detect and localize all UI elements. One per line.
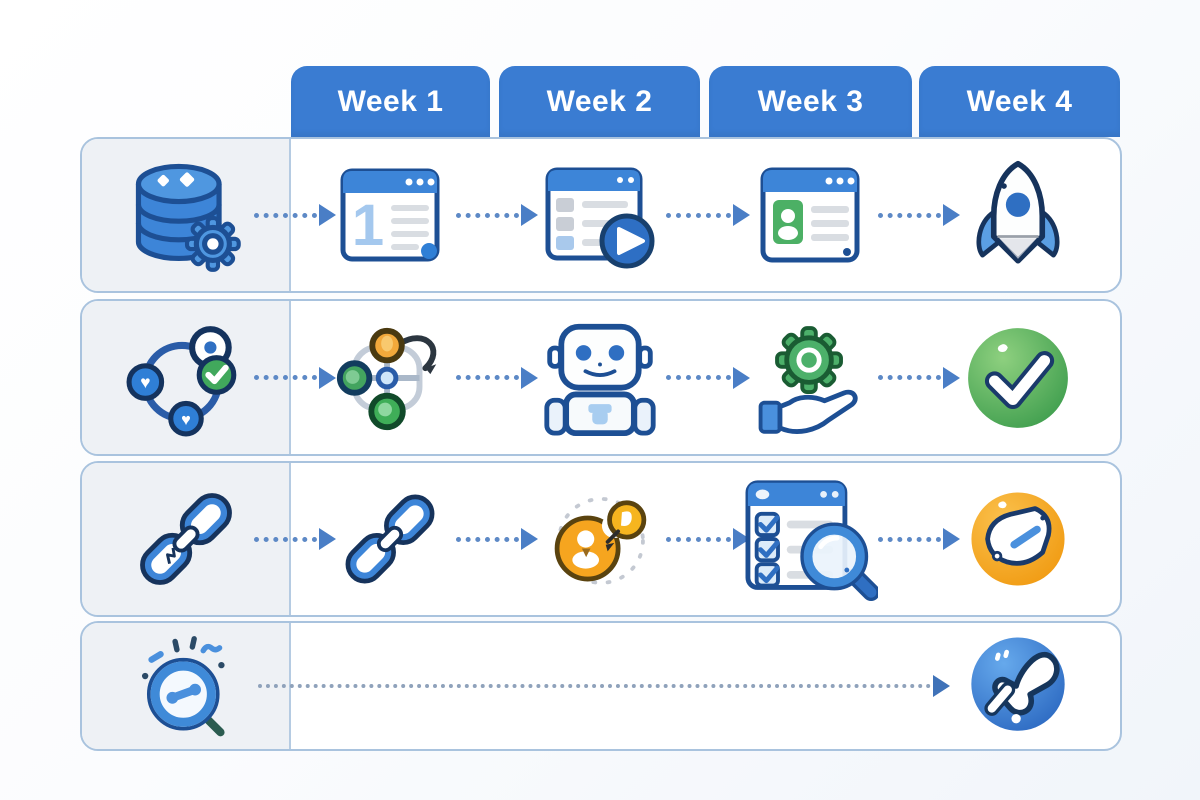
tab-week-3-label: Week 3 — [757, 84, 864, 118]
dotted-arrow — [878, 366, 960, 389]
row-1-week-1-cell: 1 — [310, 139, 470, 291]
row-2-week-2-cell — [520, 301, 680, 454]
arrowhead-icon — [521, 366, 538, 389]
tab-week-4-label: Week 4 — [966, 84, 1073, 118]
gear-hand-icon — [758, 325, 858, 434]
tab-week-1[interactable]: Week 1 — [291, 66, 490, 137]
arrowhead-icon — [943, 204, 960, 226]
broken-chain-icon — [139, 493, 232, 585]
arrowhead-icon — [733, 204, 750, 226]
arrowhead-icon — [933, 675, 950, 697]
tab-week-3[interactable]: Week 3 — [709, 66, 912, 137]
arrowhead-icon — [521, 204, 538, 226]
dotted-arrow — [666, 366, 750, 389]
rocket-icon — [976, 160, 1060, 264]
row-integrations — [80, 461, 1122, 617]
dotted-arrow — [254, 528, 336, 550]
dotted-arrow — [254, 366, 336, 389]
long-dotted-arrow — [258, 675, 950, 697]
database-gear-icon — [135, 163, 241, 272]
tab-week-4[interactable]: Week 4 — [919, 66, 1120, 137]
chain-link-icon — [345, 494, 435, 584]
dotted-arrow — [666, 204, 750, 226]
browser-profile-icon — [760, 167, 860, 263]
svg-text:1: 1 — [352, 193, 384, 258]
arrowhead-icon — [319, 204, 336, 226]
dotted-arrow — [878, 528, 960, 550]
row-3-week-4-cell — [938, 463, 1098, 615]
arrowhead-icon — [943, 366, 960, 389]
row-4-week-4-cell — [938, 623, 1098, 749]
check-circle-icon — [968, 327, 1068, 428]
row-2-week-1-cell — [310, 301, 470, 454]
row-automation: ♥ ♥ — [80, 299, 1122, 456]
arrowhead-icon — [733, 366, 750, 389]
graph-nodes-icon — [336, 327, 437, 430]
dotted-arrow — [878, 204, 960, 226]
svg-text:♥: ♥ — [140, 372, 150, 392]
user-merge-icon — [554, 497, 647, 585]
dotted-arrow — [456, 528, 538, 550]
row-4-lead-cell — [82, 623, 291, 749]
dotted-arrow — [456, 366, 538, 389]
arrowhead-icon — [943, 528, 960, 550]
arrowhead-icon — [319, 366, 336, 389]
row-1-week-2-cell — [520, 139, 680, 291]
robot-icon — [544, 323, 656, 436]
arrowhead-icon — [319, 528, 336, 550]
tab-week-2-label: Week 2 — [546, 84, 653, 118]
row-1-week-3-cell — [730, 139, 890, 291]
svg-text:♥: ♥ — [181, 410, 191, 428]
browser-step1-icon: 1 — [340, 168, 440, 262]
browser-play-icon — [545, 167, 655, 269]
tab-week-2[interactable]: Week 2 — [499, 66, 700, 137]
row-monitoring — [80, 621, 1122, 751]
row-2-lead-cell: ♥ ♥ — [82, 301, 291, 454]
arrowhead-icon — [521, 528, 538, 550]
dotted-arrow — [456, 204, 538, 226]
tab-week-1-label: Week 1 — [337, 84, 444, 118]
dotted-arrow — [254, 204, 336, 226]
row-3-week-2-cell — [520, 463, 680, 615]
checklist-magnifier-icon — [745, 480, 878, 602]
row-3-week-1-cell — [310, 463, 470, 615]
row-2-week-4-cell — [938, 301, 1098, 454]
row-2-week-3-cell — [730, 301, 890, 454]
click-badge-icon — [971, 637, 1065, 731]
search-insight-icon — [141, 636, 225, 737]
row-data-pipeline: 1 — [80, 137, 1122, 293]
gauge-badge-icon — [971, 492, 1065, 586]
cycle-nodes-icon: ♥ ♥ — [126, 325, 236, 436]
row-1-week-4-cell — [938, 139, 1098, 291]
row-3-week-3-cell — [730, 463, 890, 615]
